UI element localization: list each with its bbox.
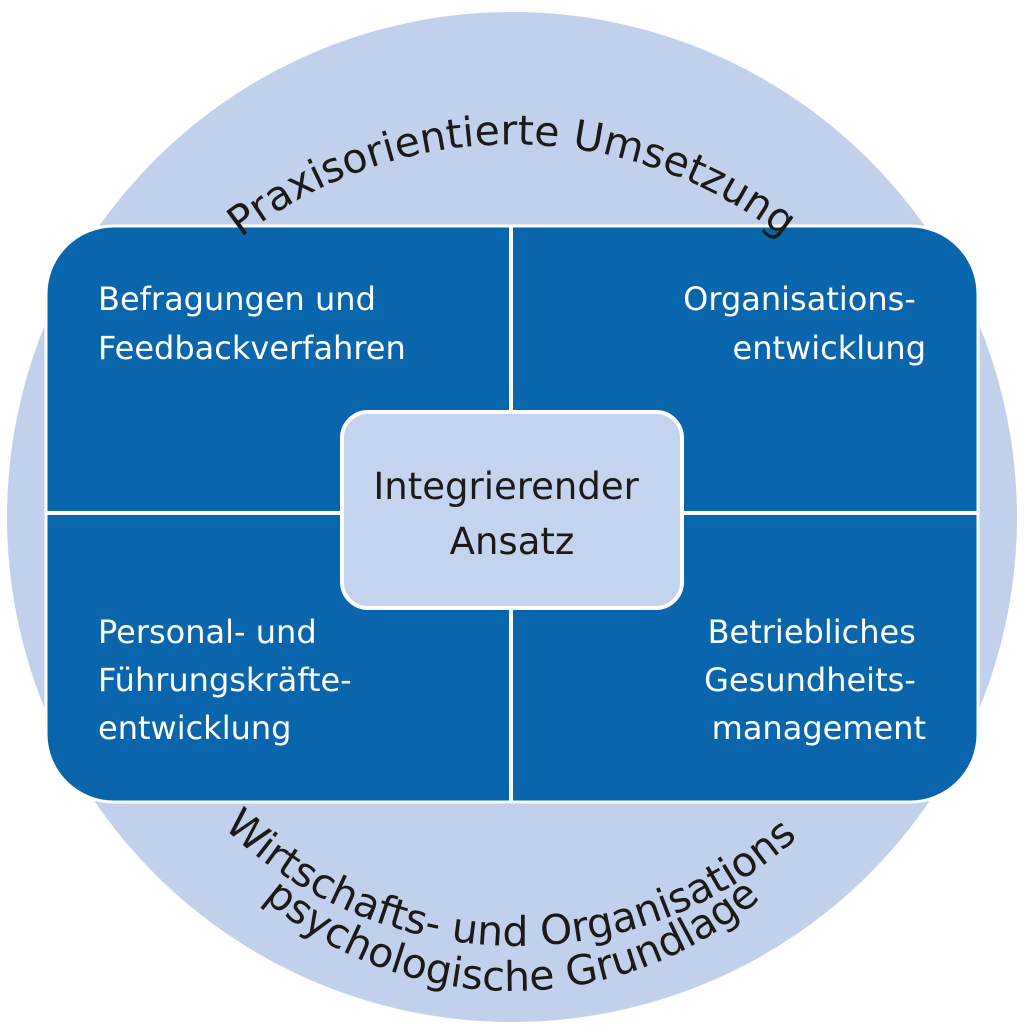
quadrant-top-left-label: Befragungen und Feedbackverfahren (98, 280, 406, 367)
quadrant-top-left-line1: Befragungen und (98, 280, 376, 318)
quadrant-bottom-left-label: Personal- und Führungskräfte- entwicklun… (98, 613, 362, 747)
center-label-line2: Ansatz (450, 520, 575, 563)
quadrant-bottom-right-line1: Betriebliches (708, 613, 916, 651)
center-label: Integrierender Ansatz (373, 465, 650, 563)
center-box (340, 410, 684, 610)
quadrant-top-right-line1: Organisations- (683, 280, 916, 318)
quadrant-bottom-left-line2: Führungskräfte- (98, 661, 352, 699)
quadrant-bottom-left-line3: entwicklung (98, 709, 291, 747)
center-label-line1: Integrierender (373, 465, 639, 508)
quadrant-bottom-left-line1: Personal- und (98, 613, 317, 651)
quadrant-top-left-line2: Feedbackverfahren (98, 329, 406, 367)
quadrant-top-right-label: Organisations- entwicklung (683, 280, 926, 367)
quadrant-bottom-right-line2: Gesundheits- (704, 661, 916, 699)
quadrant-top-right-line2: entwicklung (733, 329, 926, 367)
quadrant-bottom-right-line3: management (712, 709, 926, 747)
quadrant-bottom-right-label: Betriebliches Gesundheits- management (704, 613, 926, 747)
